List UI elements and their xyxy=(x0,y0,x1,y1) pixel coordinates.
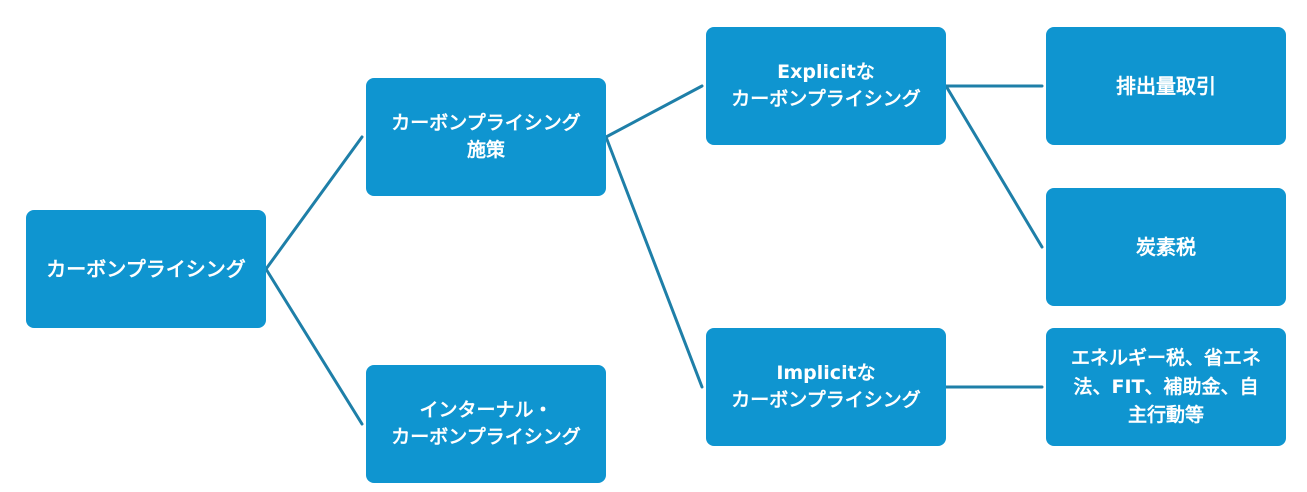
connector-policy-explicit xyxy=(604,84,704,139)
node-carbon-tax[interactable]: 炭素税 xyxy=(1046,188,1286,306)
node-label-line: カーボンプライシング xyxy=(731,389,921,411)
connector-policy-implicit xyxy=(604,135,704,389)
connector-explicit-tax xyxy=(944,84,1044,249)
node-energy-tax-and-others[interactable]: エネルギー税、省エネ 法、FIT、補助金、自 主行動等 xyxy=(1046,328,1286,446)
node-carbon-pricing[interactable]: カーボンプライシング xyxy=(26,210,266,328)
node-label-line: Implicitな xyxy=(776,362,876,385)
node-label-line: カーボンプライシング xyxy=(391,426,581,448)
node-label-line: Explicitな xyxy=(777,61,875,84)
node-implicit-carbon-pricing[interactable]: Implicitな カーボンプライシング xyxy=(706,328,946,446)
connector-root-policy xyxy=(264,135,364,271)
node-label-line: 炭素税 xyxy=(1136,234,1196,259)
node-explicit-carbon-pricing[interactable]: Explicitな カーボンプライシング xyxy=(706,27,946,145)
node-label-line: カーボンプライシング xyxy=(391,112,581,135)
connector-root-internal xyxy=(264,267,364,426)
node-label-line: 法、FIT、補助金、自 xyxy=(1073,375,1259,398)
node-internal-carbon-pricing[interactable]: インターナル・ カーボンプライシング xyxy=(366,365,606,483)
node-label-line: インターナル・ xyxy=(419,399,553,422)
node-label-line: 施策 xyxy=(466,139,505,161)
node-label-line: エネルギー税、省エネ xyxy=(1070,347,1261,370)
node-label-line: 主行動等 xyxy=(1127,404,1204,427)
node-carbon-pricing-policy[interactable]: カーボンプライシング 施策 xyxy=(366,78,606,196)
node-emissions-trading[interactable]: 排出量取引 xyxy=(1046,27,1286,145)
node-label-line: カーボンプライシング xyxy=(731,88,921,110)
node-label-line: 排出量取引 xyxy=(1116,73,1216,98)
node-label-line: カーボンプライシング xyxy=(46,256,246,281)
